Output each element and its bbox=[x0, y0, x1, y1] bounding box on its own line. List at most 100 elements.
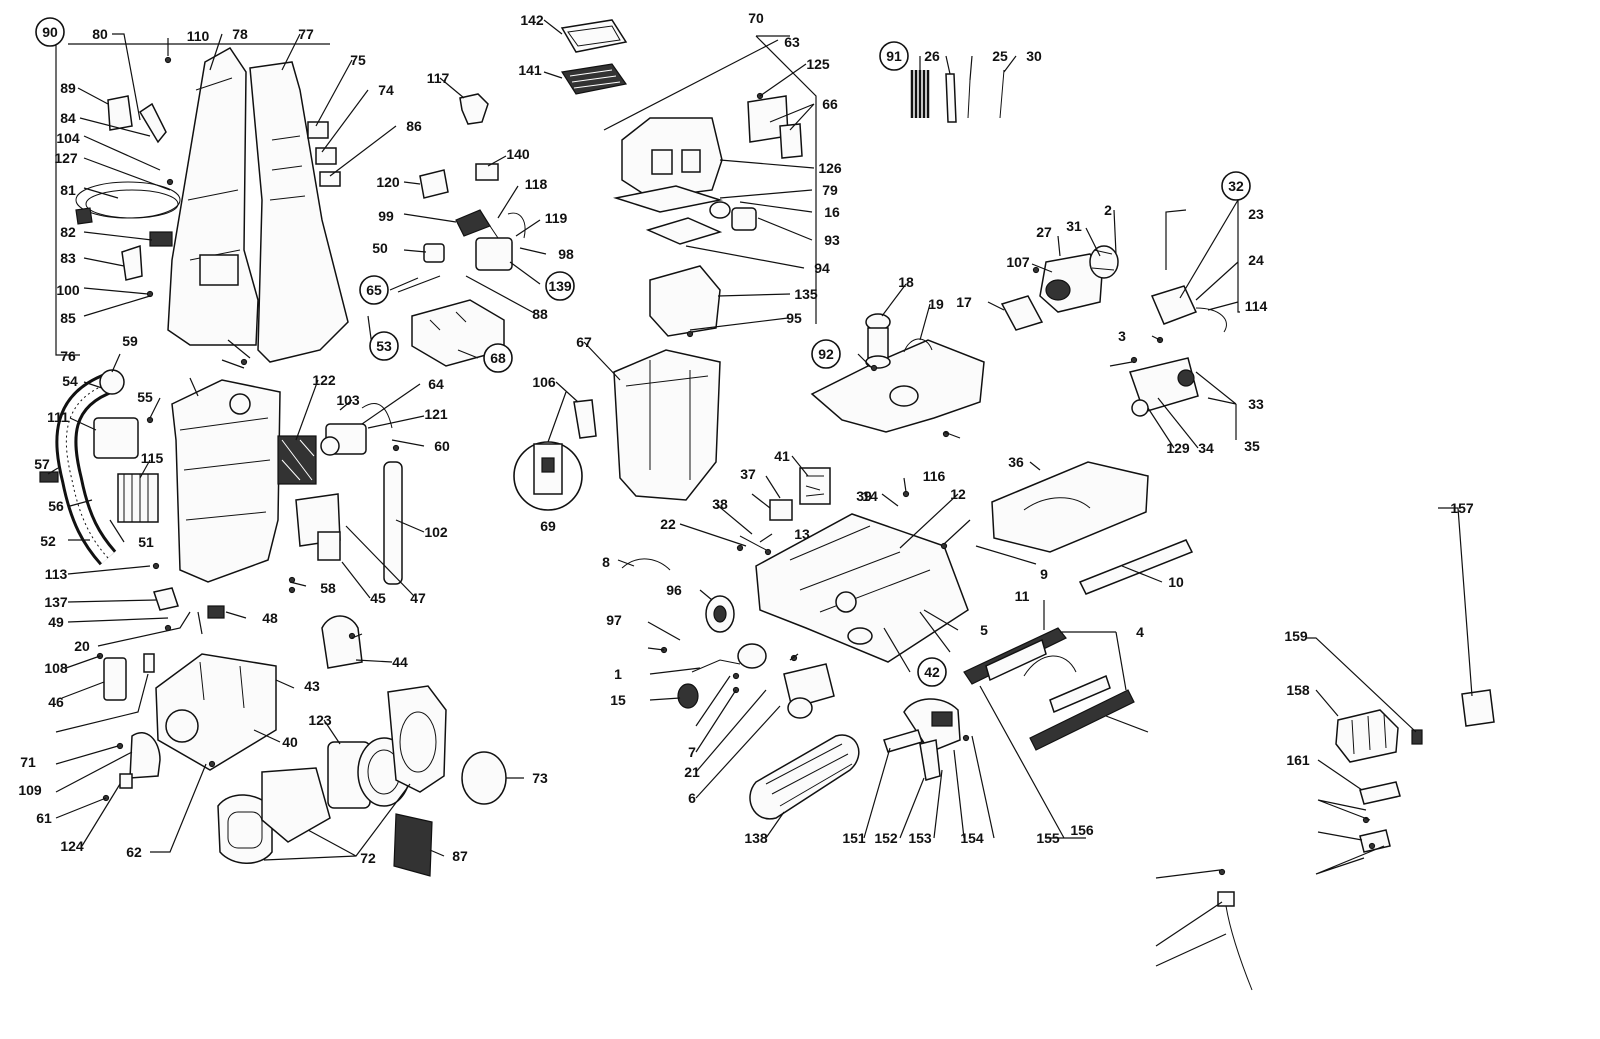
callout-number: 41 bbox=[774, 448, 790, 464]
callout-number: 114 bbox=[1245, 298, 1268, 314]
callout-number: 73 bbox=[532, 770, 548, 786]
callout-number: 6 bbox=[688, 790, 696, 806]
callout-19: 19 bbox=[928, 296, 944, 312]
callout-number: 96 bbox=[666, 582, 682, 598]
callout-number: 57 bbox=[34, 456, 50, 472]
callout-44: 44 bbox=[392, 654, 408, 670]
callout-103: 103 bbox=[336, 392, 360, 408]
base-frame-52-part bbox=[171, 379, 281, 583]
callout-number: 84 bbox=[60, 110, 76, 126]
callout-number: 115 bbox=[141, 450, 164, 466]
callout-number: 102 bbox=[424, 524, 448, 540]
callout-number: 129 bbox=[1166, 440, 1190, 456]
callout-50: 50 bbox=[372, 240, 388, 256]
callout-number: 9 bbox=[1040, 566, 1048, 582]
callout-number: 47 bbox=[410, 590, 426, 606]
callout-number: 55 bbox=[137, 389, 153, 405]
callout-number: 111 bbox=[47, 409, 69, 425]
plate-46-part bbox=[129, 731, 161, 779]
callout-20: 20 bbox=[74, 638, 90, 654]
callout-number: 69 bbox=[540, 518, 556, 534]
callout-116: 116 bbox=[923, 468, 946, 484]
callout-number: 37 bbox=[740, 466, 756, 482]
tank-65-part bbox=[613, 349, 721, 501]
bar-7-part bbox=[1078, 539, 1194, 595]
callout-25: 25 bbox=[992, 48, 1008, 64]
lid-70-part bbox=[621, 117, 723, 199]
callout-51: 51 bbox=[138, 534, 154, 550]
callout-95: 95 bbox=[786, 310, 802, 326]
callout-138: 138 bbox=[744, 830, 768, 846]
pcb-151-part bbox=[1461, 689, 1495, 727]
callout-number: 25 bbox=[992, 48, 1008, 64]
callout-number: 99 bbox=[378, 208, 394, 224]
part-drawings bbox=[39, 19, 1495, 991]
callout-52: 52 bbox=[40, 533, 56, 549]
callout-61: 61 bbox=[36, 810, 52, 826]
callout-6: 6 bbox=[688, 790, 696, 806]
filter-72-part bbox=[561, 63, 628, 95]
callout-96: 96 bbox=[666, 582, 682, 598]
callout-ring bbox=[811, 339, 841, 369]
bracket-17-part bbox=[1129, 357, 1199, 417]
callout-120: 120 bbox=[376, 174, 400, 190]
callout-number: 106 bbox=[532, 374, 556, 390]
callout-24: 24 bbox=[1248, 252, 1264, 268]
callout-54: 54 bbox=[62, 373, 78, 389]
callout-75: 75 bbox=[350, 52, 366, 68]
callout-number: 141 bbox=[518, 62, 542, 78]
callout-number: 90 bbox=[42, 24, 58, 40]
callout-number: 50 bbox=[372, 240, 388, 256]
callout-number: 27 bbox=[1036, 224, 1052, 240]
callout-122: 122 bbox=[312, 372, 336, 388]
callout-number: 35 bbox=[1244, 438, 1260, 454]
callout-number: 23 bbox=[1248, 206, 1264, 222]
callout-102: 102 bbox=[424, 524, 448, 540]
callout-126: 126 bbox=[818, 160, 842, 176]
latch-87-part bbox=[459, 93, 489, 125]
callout-36: 36 bbox=[1008, 454, 1024, 470]
callout-number: 78 bbox=[232, 26, 248, 42]
cap-141-part bbox=[419, 169, 449, 199]
callout-number: 34 bbox=[1198, 440, 1214, 456]
callout-5: 5 bbox=[980, 622, 988, 638]
callout-number: 38 bbox=[712, 496, 728, 512]
callout-number: 104 bbox=[56, 130, 80, 146]
callout-110: 110 bbox=[187, 28, 210, 44]
callout-94: 94 bbox=[814, 260, 830, 276]
callout-32: 32 bbox=[1221, 171, 1251, 201]
callout-number: 60 bbox=[434, 438, 450, 454]
callout-number: 142 bbox=[520, 12, 544, 28]
fitting-118-part bbox=[423, 243, 445, 263]
callout-number: 7 bbox=[688, 744, 696, 760]
callout-45: 45 bbox=[370, 590, 386, 606]
callout-79: 79 bbox=[822, 182, 838, 198]
callout-155: 155 bbox=[1036, 830, 1060, 846]
filter-153-part bbox=[1335, 709, 1399, 763]
callout-127: 127 bbox=[54, 150, 78, 166]
clip-82-part bbox=[149, 231, 173, 247]
callout-68: 68 bbox=[483, 343, 513, 373]
callout-48: 48 bbox=[262, 610, 278, 626]
callout-63: 63 bbox=[784, 34, 800, 50]
callout-42: 42 bbox=[917, 657, 947, 687]
valve-62-part bbox=[320, 403, 393, 456]
callout-number: 82 bbox=[60, 224, 76, 240]
callout-113: 113 bbox=[45, 566, 68, 582]
clip-76-part bbox=[307, 121, 329, 139]
callout-109: 109 bbox=[18, 782, 42, 798]
callout-number: 51 bbox=[138, 534, 154, 550]
callout-number: 110 bbox=[187, 28, 210, 44]
belt-135-part bbox=[967, 79, 971, 119]
callout-number: 58 bbox=[320, 580, 336, 596]
screw-part bbox=[208, 760, 216, 768]
callout-number: 15 bbox=[610, 692, 626, 708]
callout-number: 72 bbox=[360, 850, 376, 866]
callout-41: 41 bbox=[774, 448, 790, 464]
callout-69: 69 bbox=[540, 518, 556, 534]
bracket-10-part bbox=[919, 739, 941, 781]
cover-40-part bbox=[217, 767, 331, 864]
callout-93: 93 bbox=[824, 232, 840, 248]
callout-number: 5 bbox=[980, 622, 988, 638]
